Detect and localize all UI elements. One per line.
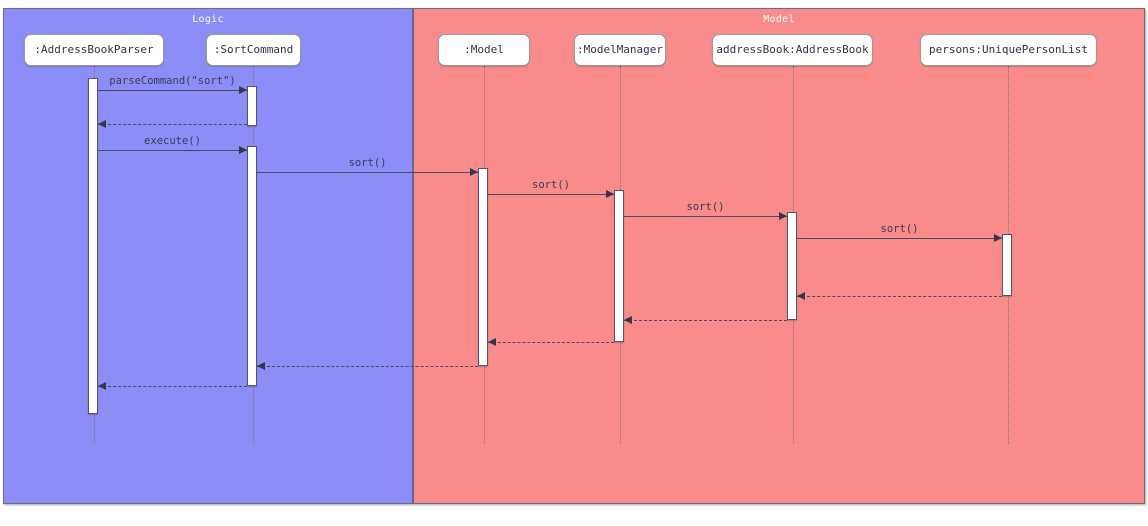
message-sort-4 [488, 194, 614, 195]
activation-bar-addressbook-addressbook [787, 212, 797, 320]
return-message-9 [488, 342, 614, 343]
participant-model[interactable]: :Model [438, 34, 530, 66]
message-sort-4-arrowhead [606, 190, 614, 198]
message-execute-2 [98, 150, 247, 151]
message-parsecommand-sort-0 [98, 90, 247, 91]
message-sort-6-arrowhead [994, 234, 1002, 242]
message-sort-3-label: sort() [348, 157, 387, 169]
return-message-10 [257, 366, 478, 367]
participant-modelmanager[interactable]: :ModelManager [574, 34, 666, 66]
message-sort-3 [257, 172, 478, 173]
activation-bar-addressbookparser [88, 78, 98, 414]
message-execute-2-label: execute() [144, 135, 201, 147]
return-message-1 [98, 124, 247, 125]
activation-bar-sortcommand [247, 146, 257, 386]
return-message-7 [797, 296, 1002, 297]
message-sort-4-label: sort() [532, 179, 570, 191]
participant-sortcommand[interactable]: :SortCommand [206, 34, 301, 66]
message-sort-6 [797, 238, 1002, 239]
message-sort-3-arrowhead [470, 168, 478, 176]
return-message-11 [98, 386, 247, 387]
message-execute-2-arrowhead [239, 146, 247, 154]
message-sort-5 [624, 216, 787, 217]
return-message-8 [624, 320, 787, 321]
region-model: Model [413, 8, 1145, 504]
return-message-9-arrowhead [488, 338, 496, 346]
return-message-1-arrowhead [98, 120, 106, 128]
return-message-7-arrowhead [797, 292, 805, 300]
message-sort-5-label: sort() [686, 201, 725, 213]
participant-addressbook-addressbook[interactable]: addressBook:AddressBook [712, 34, 873, 66]
activation-bar-persons-uniquepersonlist [1002, 234, 1012, 296]
message-sort-5-arrowhead [779, 212, 787, 220]
message-sort-6-label: sort() [880, 223, 919, 235]
message-parsecommand-sort-0-arrowhead [239, 86, 247, 94]
activation-bar-sortcommand [247, 86, 257, 126]
participant-addressbookparser[interactable]: :AddressBookParser [24, 34, 164, 66]
region-label-logic: Logic [192, 14, 224, 25]
activation-bar-modelmanager [614, 190, 624, 342]
return-message-10-arrowhead [257, 362, 265, 370]
region-label-model: Model [763, 14, 795, 25]
return-message-8-arrowhead [624, 316, 632, 324]
return-message-11-arrowhead [98, 382, 106, 390]
message-parsecommand-sort-0-label: parseCommand("sort") [109, 75, 236, 87]
participant-persons-uniquepersonlist[interactable]: persons:UniquePersonList [920, 34, 1097, 66]
activation-bar-model [478, 168, 488, 366]
